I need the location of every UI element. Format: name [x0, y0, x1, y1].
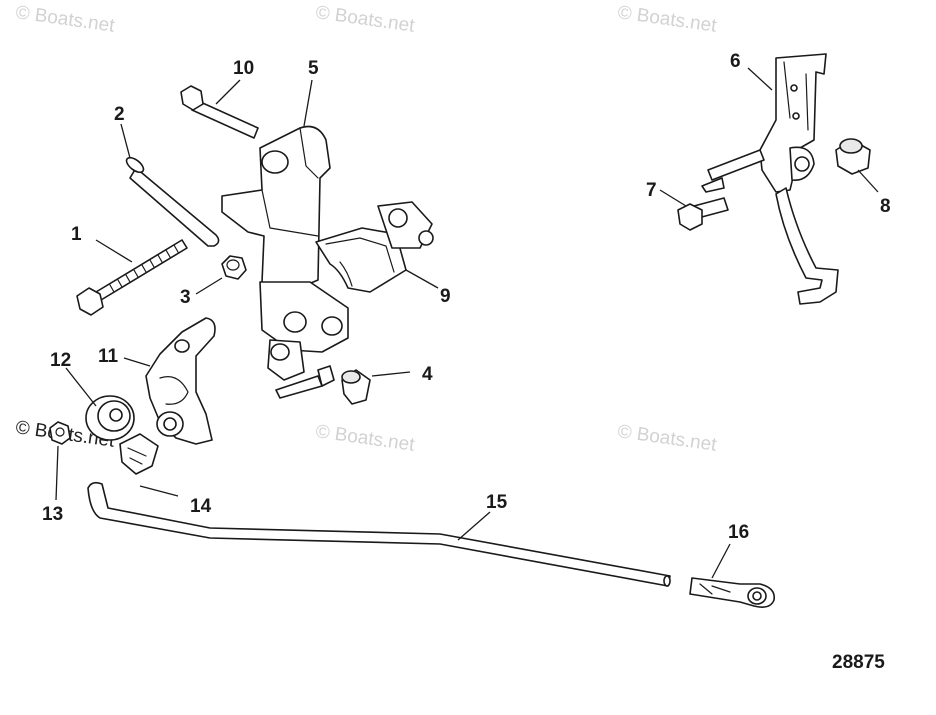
callout-3: 3 [180, 287, 191, 308]
callout-6: 6 [730, 51, 741, 72]
callout-1: 1 [71, 224, 82, 245]
part-6-bracket [701, 53, 839, 305]
part-14-clip [119, 433, 159, 475]
part-13-nut [49, 421, 71, 445]
callout-2: 2 [114, 104, 125, 125]
callout-16: 16 [728, 522, 749, 543]
callout-11: 11 [98, 346, 119, 367]
watermark: © Boats.net [314, 2, 416, 37]
part-9-clip [315, 201, 434, 293]
part-4-bushing [341, 369, 371, 405]
callout-8: 8 [880, 196, 891, 217]
watermark: © Boats.net [314, 421, 416, 456]
callout-12: 12 [50, 350, 71, 371]
callout-15: 15 [486, 492, 508, 513]
diagram-id: 28875 [832, 652, 885, 673]
watermark: © Boats.net [616, 2, 718, 37]
part-10-bolt [180, 85, 259, 139]
callouts: 1 2 3 4 5 6 7 8 9 10 11 12 13 14 15 16 [42, 51, 891, 543]
callout-13: 13 [42, 504, 63, 525]
watermark: © Boats.net [14, 2, 116, 37]
part-2-pin [125, 156, 220, 247]
callout-10: 10 [233, 58, 254, 79]
part-15-rod [87, 481, 671, 587]
callout-9: 9 [440, 286, 451, 307]
part-16-rod-end [689, 577, 776, 608]
part-12-knob [85, 395, 135, 441]
callout-7: 7 [646, 180, 657, 201]
watermark: © Boats.net [616, 421, 718, 456]
callout-14: 14 [190, 496, 212, 517]
callout-5: 5 [308, 58, 319, 79]
part-8-sleeve [835, 138, 871, 175]
part-11-lever [145, 317, 216, 445]
leader-lines [55, 67, 879, 579]
part-3-nut [221, 255, 247, 280]
part-7-bolt [677, 197, 729, 231]
part-1-bolt [76, 239, 188, 316]
part-5-bracket [221, 125, 349, 399]
callout-4: 4 [422, 364, 433, 385]
